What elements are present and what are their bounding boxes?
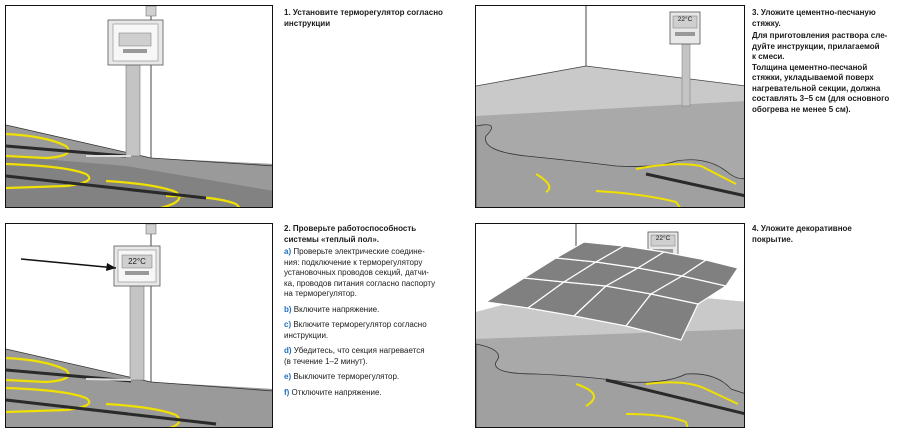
conduit	[129, 283, 145, 381]
substep-d: d) Убедитесь, что секция нагревается (в …	[284, 346, 425, 366]
heating-mat	[6, 132, 272, 207]
illustration-step-1	[5, 5, 273, 208]
thermostat-display: 22°С	[655, 235, 671, 242]
arrow-icon	[20, 258, 117, 271]
step-3-body: Для приготовления раствора сле-дуйте инс…	[752, 31, 890, 114]
thermostat-display: 22°С	[677, 16, 693, 23]
heating-mat	[6, 356, 217, 427]
thermostat-device	[107, 19, 164, 66]
screed	[476, 343, 744, 427]
conduit	[125, 57, 141, 157]
substep-b: b) Включите напряжение.	[284, 304, 380, 314]
thermostat-device	[113, 245, 161, 287]
floor	[6, 125, 272, 207]
illustration-step-3: 22°С	[475, 5, 745, 208]
substep-e: e) Выключите терморегулятор.	[284, 372, 400, 381]
floor-tiles	[484, 241, 739, 341]
screed	[476, 124, 744, 207]
thermostat-device	[669, 11, 701, 45]
substep-f: f) Отключите напряжение.	[284, 387, 382, 397]
thermostat-display: 22°С	[128, 257, 146, 266]
substep-a: a) Проверьте электрические соедине-ния: …	[284, 247, 436, 298]
illustration-step-4: 22°С	[475, 223, 745, 428]
conduit	[681, 43, 691, 107]
illustration-step-2: 22°С	[5, 223, 273, 428]
